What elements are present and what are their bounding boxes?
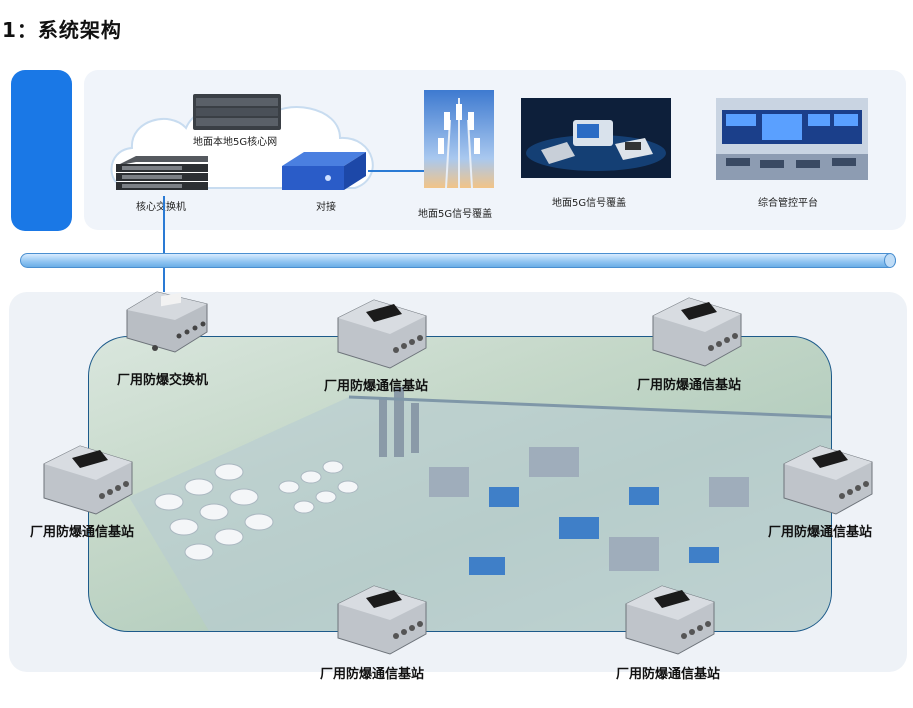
base-station-icon bbox=[783, 445, 873, 515]
base-station-icon bbox=[652, 297, 742, 367]
bus-pipe bbox=[20, 253, 896, 268]
dock-label: 对接 bbox=[316, 202, 336, 213]
base-station-label: 厂用防爆通信基站 bbox=[616, 667, 721, 682]
uplink-line bbox=[163, 196, 165, 296]
plant-area bbox=[88, 336, 832, 632]
base-station-label: 厂用防爆通信基站 bbox=[637, 378, 742, 393]
base-station-icon bbox=[337, 585, 427, 655]
explosion-proof-switch-icon bbox=[126, 291, 208, 353]
base-station-icon bbox=[625, 585, 715, 655]
tower-label: 地面5G信号覆盖 bbox=[418, 209, 493, 220]
base-station-label: 厂用防爆通信基站 bbox=[768, 525, 873, 540]
core-switch-label: 核心交换机 bbox=[136, 202, 186, 213]
base-station-icon bbox=[43, 445, 133, 515]
gateway-icon bbox=[282, 152, 366, 190]
explosion-proof-switch-label: 厂用防爆交换机 bbox=[117, 373, 209, 388]
terminal-devices-icon bbox=[521, 98, 671, 178]
plant-illustration bbox=[129, 387, 831, 631]
platform-label: 综合管控平台 bbox=[758, 198, 818, 209]
base-station-label: 厂用防爆通信基站 bbox=[320, 667, 425, 682]
link-line bbox=[368, 170, 426, 172]
base-station-label: 厂用防爆通信基站 bbox=[30, 525, 135, 540]
switch-icon bbox=[116, 156, 208, 190]
page-title: 1：系统架构 bbox=[2, 18, 122, 42]
control-center-icon bbox=[716, 98, 868, 180]
cell-tower-icon bbox=[424, 90, 494, 189]
section-tab bbox=[11, 70, 72, 231]
core-network-label: 地面本地5G核心网 bbox=[193, 137, 278, 148]
server-icon bbox=[193, 94, 281, 130]
phones-label: 地面5G信号覆盖 bbox=[552, 198, 627, 209]
base-station-icon bbox=[337, 299, 427, 369]
base-station-label: 厂用防爆通信基站 bbox=[324, 379, 429, 394]
